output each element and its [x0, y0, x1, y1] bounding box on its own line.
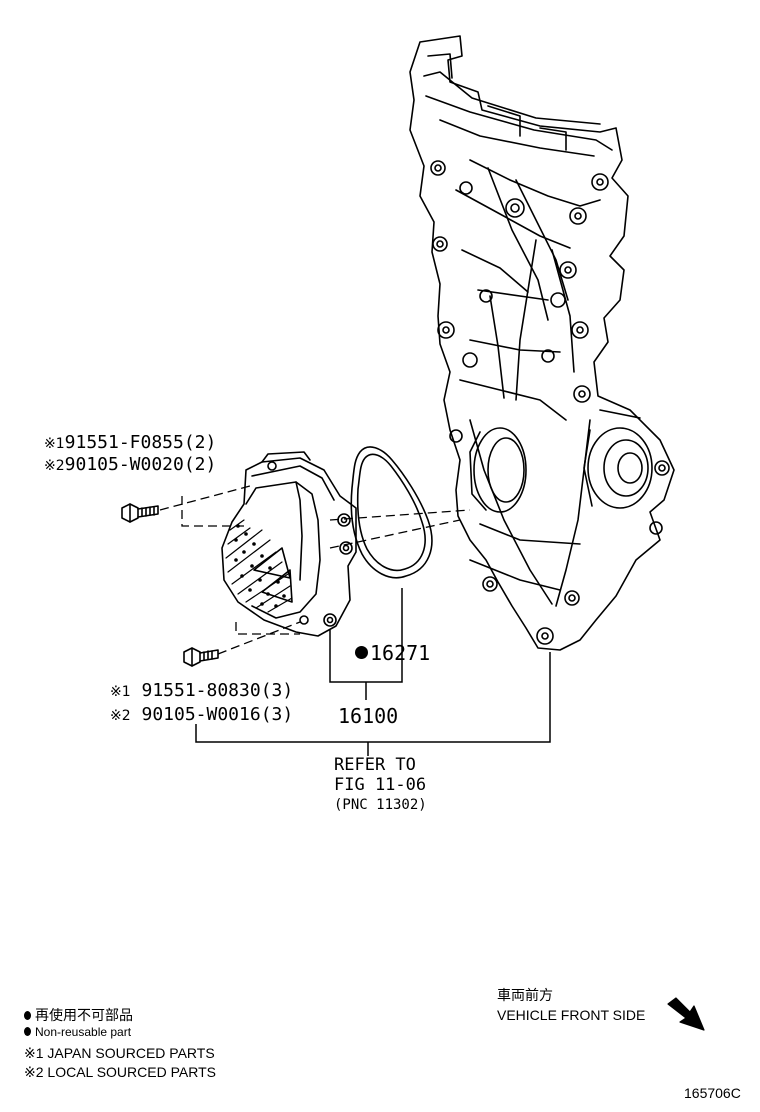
- legend-text: JAPAN SOURCED PARTS: [47, 1045, 215, 1061]
- legend-non-reusable-en: Non-reusable part: [24, 1026, 131, 1038]
- legend-japan-sourced: ※1 JAPAN SOURCED PARTS: [24, 1046, 215, 1060]
- part-number: 16271: [370, 641, 431, 665]
- non-reusable-dot-icon: [24, 1027, 31, 1037]
- part-number: 90105-W0016(3): [141, 704, 294, 725]
- callout-bolt-upper-jp: ※191551-F0855(2): [44, 434, 216, 452]
- figure-code: 165706C: [684, 1085, 741, 1101]
- legend-mark: ※1: [24, 1045, 44, 1061]
- bolt-upper: [121, 503, 159, 523]
- refer-line-3: (PNC 11302): [334, 797, 427, 813]
- part-number: 91551-80830(3): [141, 680, 294, 701]
- legend-text: LOCAL SOURCED PARTS: [47, 1064, 216, 1080]
- callout-gasket: 16271: [355, 643, 430, 663]
- callout-mark: ※1: [44, 436, 65, 452]
- non-reusable-dot-icon: [355, 646, 368, 659]
- water-pump: [221, 451, 357, 637]
- part-number: 16100: [338, 704, 399, 728]
- legend-text: Non-reusable part: [35, 1025, 132, 1039]
- bolt-lower: [183, 647, 219, 667]
- part-number: 91551-F0855(2): [64, 432, 217, 453]
- part-number: 90105-W0020(2): [64, 454, 217, 475]
- legend-text: 再使用不可部品: [35, 1007, 133, 1023]
- pump-gasket: [350, 446, 433, 579]
- callout-bolt-upper-local: ※290105-W0020(2): [44, 456, 216, 474]
- callout-bolt-lower-local: ※2 90105-W0016(3): [110, 706, 293, 724]
- non-reusable-dot-icon: [24, 1010, 31, 1020]
- callout-mark: ※2: [110, 708, 131, 724]
- legend-mark: ※2: [24, 1064, 44, 1080]
- callout-pump-assy: 16100: [338, 706, 398, 726]
- legend-local-sourced: ※2 LOCAL SOURCED PARTS: [24, 1065, 216, 1079]
- refer-line-2: FIG 11-06: [334, 775, 427, 795]
- leader-lines: [195, 588, 551, 756]
- legend-non-reusable-jp: 再使用不可部品: [24, 1008, 133, 1022]
- refer-line-1: REFER TO: [334, 755, 416, 775]
- arrow-down-right-icon: [667, 997, 705, 1031]
- callout-mark: ※1: [110, 684, 131, 700]
- callout-bolt-lower-jp: ※1 91551-80830(3): [110, 682, 293, 700]
- callout-mark: ※2: [44, 458, 65, 474]
- timing-chain-cover: [409, 35, 675, 651]
- direction-label-en: VEHICLE FRONT SIDE: [497, 1007, 646, 1023]
- alignment-lines: [159, 485, 471, 655]
- direction-label-jp: 車両前方: [497, 987, 553, 1003]
